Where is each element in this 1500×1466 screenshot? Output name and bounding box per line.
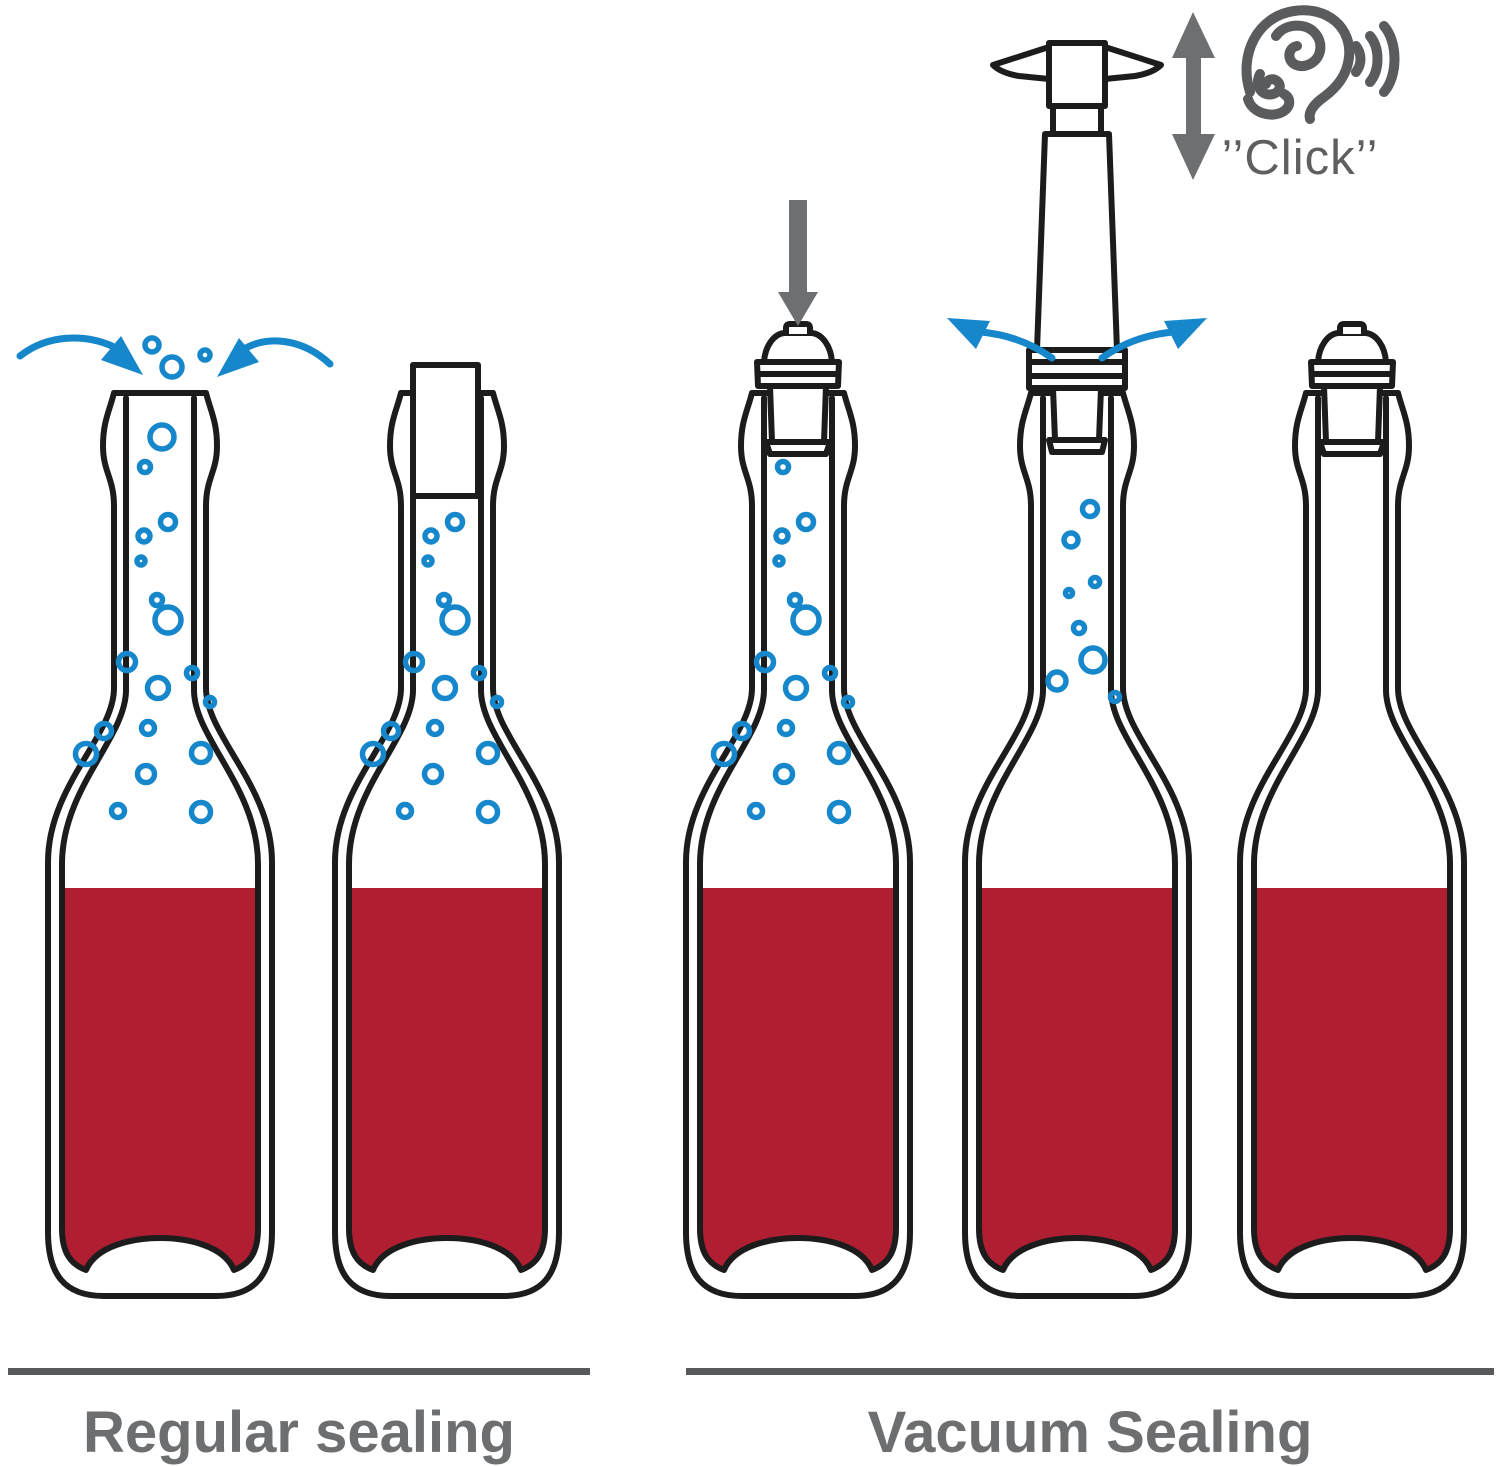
bottle-vacuum-sealed <box>1240 324 1464 1296</box>
bottle-glass <box>965 393 1189 1296</box>
pump-handle-wing <box>1102 44 1164 82</box>
bottle-glass <box>1240 393 1464 1296</box>
bottle-glass <box>48 393 272 1296</box>
vacuum-stopper <box>1311 324 1393 454</box>
air-in-arrows-icon <box>16 334 334 380</box>
bottle-vacuum-pumping <box>947 40 1207 1296</box>
label-regular-sealing: Regular sealing <box>83 1400 515 1465</box>
pump-nozzle <box>1050 385 1104 443</box>
air-bubbles <box>137 515 176 606</box>
bottle-open-regular <box>16 334 334 1296</box>
bottle-vacuum-stopper <box>686 200 910 1296</box>
cork <box>410 362 481 499</box>
pump-handle-wing <box>990 44 1052 82</box>
pump-collar <box>1050 103 1104 137</box>
label-vacuum-sealing: Vacuum Sealing <box>868 1400 1313 1465</box>
divider-regular <box>8 1368 590 1375</box>
push-down-arrow-icon <box>778 200 818 326</box>
air-bubbles <box>775 515 814 606</box>
up-down-arrow-icon <box>1172 12 1215 180</box>
bottle-glass <box>686 393 910 1296</box>
ear-icon <box>1241 5 1400 124</box>
pump-barrel <box>1034 131 1120 353</box>
divider-vacuum <box>686 1368 1494 1375</box>
air-out-arrows-icon <box>947 318 1207 362</box>
click-label: ’’Click’’ <box>1222 131 1379 185</box>
bottle-glass <box>335 393 559 1296</box>
air-bubbles <box>140 425 175 473</box>
sound-waves-icon <box>1351 21 1400 97</box>
air-bubbles <box>424 515 463 606</box>
bottle-regular-cork <box>335 362 559 1296</box>
vacuum-pump <box>990 40 1164 455</box>
pump-handle-stem <box>1046 40 1108 109</box>
vacuum-stopper <box>757 324 839 454</box>
